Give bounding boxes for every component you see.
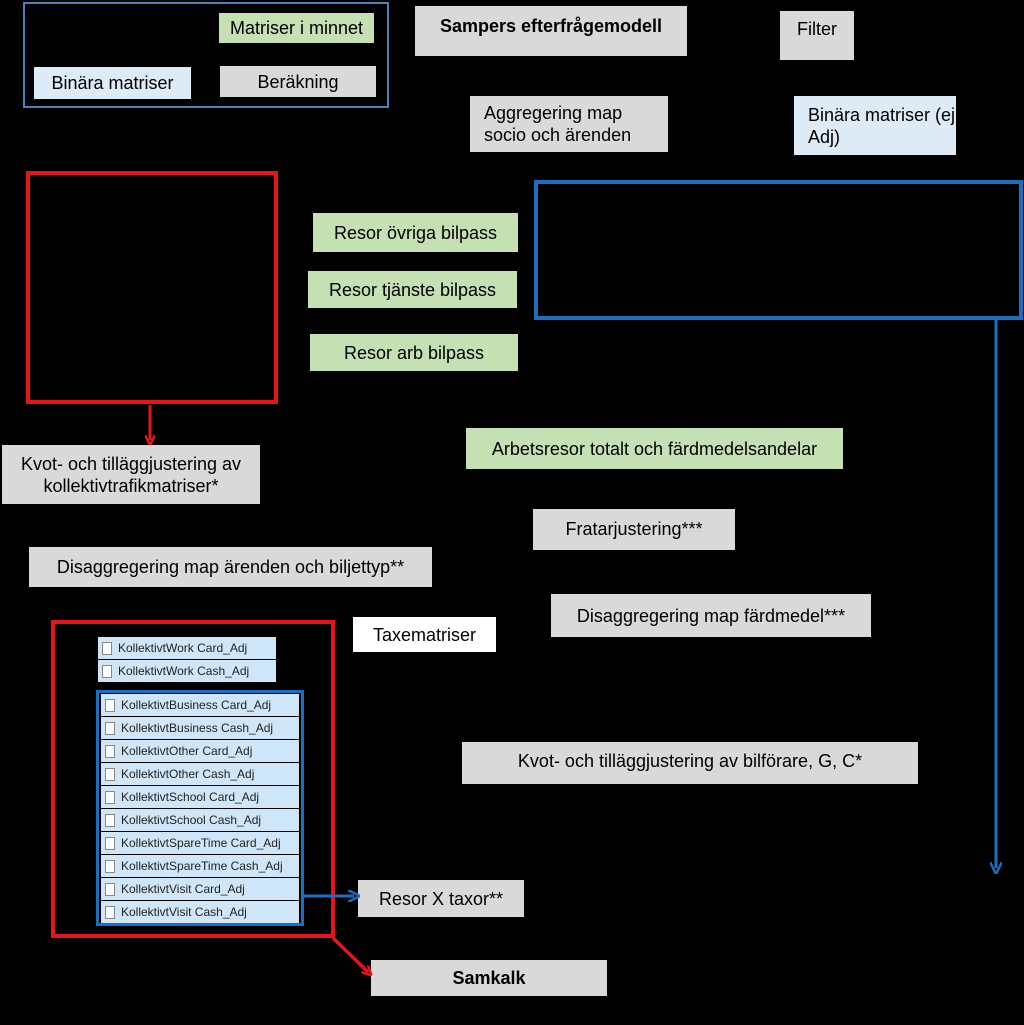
file-icon	[105, 836, 115, 850]
legend-in-memory: Matriser i minnet	[219, 13, 374, 43]
list-item: KollektivtSpareTime Card_Adj	[101, 832, 299, 854]
adjusted-transit-frame	[51, 620, 335, 938]
file-name: KollektivtBusiness Card_Adj	[121, 698, 272, 712]
file-name: KollektivtSchool Card_Adj	[121, 790, 260, 804]
file-name: KollektivtSpareTime Cash_Adj	[121, 859, 283, 873]
file-name: KollektivtWork Card_Adj	[118, 641, 248, 655]
list-item: KollektivtVisit Card_Adj	[101, 878, 299, 900]
filter-box: Filter	[780, 11, 854, 60]
file-list-other: KollektivtBusiness Card_Adj KollektivtBu…	[96, 690, 304, 926]
legend-binary: Binära matriser	[34, 67, 191, 99]
list-item: KollektivtVisit Cash_Adj	[101, 901, 299, 923]
list-item: KollektivtBusiness Card_Adj	[101, 694, 299, 716]
list-item: KollektivtOther Cash_Adj	[101, 763, 299, 785]
binary-no-adj-box: Binära matriser (ej Adj)	[794, 96, 956, 155]
trips-other-car-box: Resor övriga bilpass	[313, 213, 518, 252]
trips-service-car-box: Resor tjänste bilpass	[308, 271, 517, 308]
disagg-errands-box: Disaggregering map ärenden och biljettyp…	[29, 547, 432, 587]
list-item: KollektivtWork Card_Adj	[98, 637, 276, 659]
list-item: KollektivtOther Card_Adj	[101, 740, 299, 762]
file-name: KollektivtVisit Cash_Adj	[121, 905, 247, 919]
list-item: KollektivtSchool Card_Adj	[101, 786, 299, 808]
trips-work-car-box: Resor arb bilpass	[310, 334, 518, 371]
file-icon	[105, 813, 115, 827]
aggregation-box: Aggregering map socio och ärenden	[470, 96, 668, 152]
file-list-work: KollektivtWork Card_Adj KollektivtWork C…	[98, 637, 276, 683]
fare-matrices-box: Taxematriser	[353, 617, 496, 652]
file-icon	[102, 641, 112, 655]
file-icon	[102, 664, 112, 678]
file-icon	[105, 744, 115, 758]
trips-x-fares-box: Resor X taxor**	[358, 880, 524, 917]
file-name: KollektivtOther Cash_Adj	[121, 767, 255, 781]
file-icon	[105, 905, 115, 919]
file-icon	[105, 882, 115, 896]
transit-matrices-frame	[26, 171, 278, 404]
work-trips-total-box: Arbetsresor totalt och färdmedelsandelar	[466, 428, 843, 469]
list-item: KollektivtBusiness Cash_Adj	[101, 717, 299, 739]
legend-calculation: Beräkning	[220, 66, 376, 97]
list-item: KollektivtWork Cash_Adj	[98, 660, 276, 682]
file-name: KollektivtSpareTime Card_Adj	[121, 836, 281, 850]
file-name: KollektivtWork Cash_Adj	[118, 664, 250, 678]
file-icon	[105, 721, 115, 735]
legend-frame	[23, 2, 389, 108]
samkalk-box: Samkalk	[371, 960, 607, 996]
file-name: KollektivtBusiness Cash_Adj	[121, 721, 274, 735]
binary-matrices-frame	[534, 180, 1023, 320]
quota-transit-box: Kvot- och tilläggjustering av kollektivt…	[2, 445, 260, 504]
quota-car-box: Kvot- och tilläggjustering av bilförare,…	[462, 742, 918, 784]
file-icon	[105, 698, 115, 712]
file-icon	[105, 767, 115, 781]
model-title: Sampers efterfrågemodell	[415, 6, 687, 56]
list-item: KollektivtSchool Cash_Adj	[101, 809, 299, 831]
disagg-mode-box: Disaggregering map färdmedel***	[551, 594, 871, 637]
file-icon	[105, 790, 115, 804]
file-name: KollektivtSchool Cash_Adj	[121, 813, 262, 827]
file-icon	[105, 859, 115, 873]
fratar-box: Fratarjustering***	[533, 509, 735, 550]
file-name: KollektivtVisit Card_Adj	[121, 882, 245, 896]
arrow-red-to-samkalk	[331, 936, 368, 972]
file-name: KollektivtOther Card_Adj	[121, 744, 253, 758]
list-item: KollektivtSpareTime Cash_Adj	[101, 855, 299, 877]
